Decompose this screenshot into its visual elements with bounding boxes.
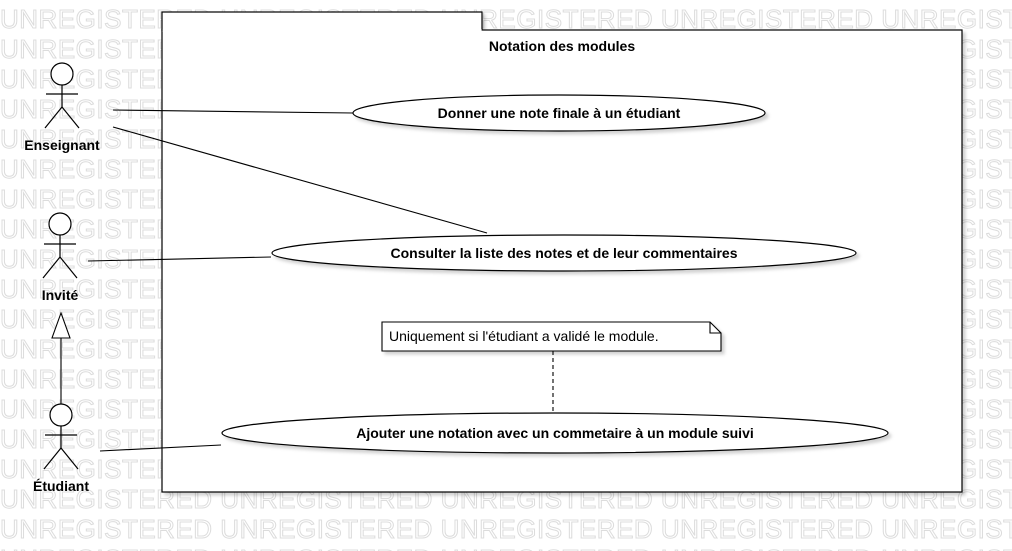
use-case-label: Donner une note finale à un étudiant bbox=[438, 105, 681, 121]
actor-label: Enseignant bbox=[24, 137, 100, 153]
actor-invite[interactable]: Invité bbox=[42, 212, 79, 303]
use-case-label: Consulter la liste des notes et de leur … bbox=[391, 245, 738, 261]
watermark-text: UNREGISTERED UNREGISTERED UNREGISTERED U… bbox=[0, 514, 1012, 545]
association-etudiant-ajouter[interactable] bbox=[99, 444, 222, 452]
actor-enseignant[interactable]: Enseignant bbox=[24, 62, 100, 153]
use-case-donner-note[interactable]: Donner une note finale à un étudiant bbox=[352, 94, 766, 132]
use-case-ajouter-notation[interactable]: Ajouter une notation avec un commetaire … bbox=[221, 412, 889, 454]
use-case-label: Ajouter une notation avec un commetaire … bbox=[356, 425, 754, 441]
association-invite-consulter[interactable] bbox=[87, 256, 272, 262]
associations bbox=[87, 109, 488, 452]
association-enseignant-consulter[interactable] bbox=[112, 126, 488, 234]
actor-label: Étudiant bbox=[33, 478, 89, 494]
association-enseignant-donner-note[interactable] bbox=[112, 109, 354, 114]
note[interactable]: Uniquement si l'étudiant a validé le mod… bbox=[381, 321, 722, 352]
use-case-consulter-notes[interactable]: Consulter la liste des notes et de leur … bbox=[271, 234, 857, 272]
generalization-etudiant-invite[interactable] bbox=[51, 311, 71, 405]
system-title: Notation des modules bbox=[489, 38, 635, 54]
actor-etudiant[interactable]: Étudiant bbox=[33, 403, 89, 494]
watermark-text: UNREGISTERED UNREGISTERED UNREGISTERED U… bbox=[0, 544, 1012, 551]
actor-label: Invité bbox=[42, 287, 79, 303]
note-text: Uniquement si l'étudiant a validé le mod… bbox=[389, 328, 659, 344]
